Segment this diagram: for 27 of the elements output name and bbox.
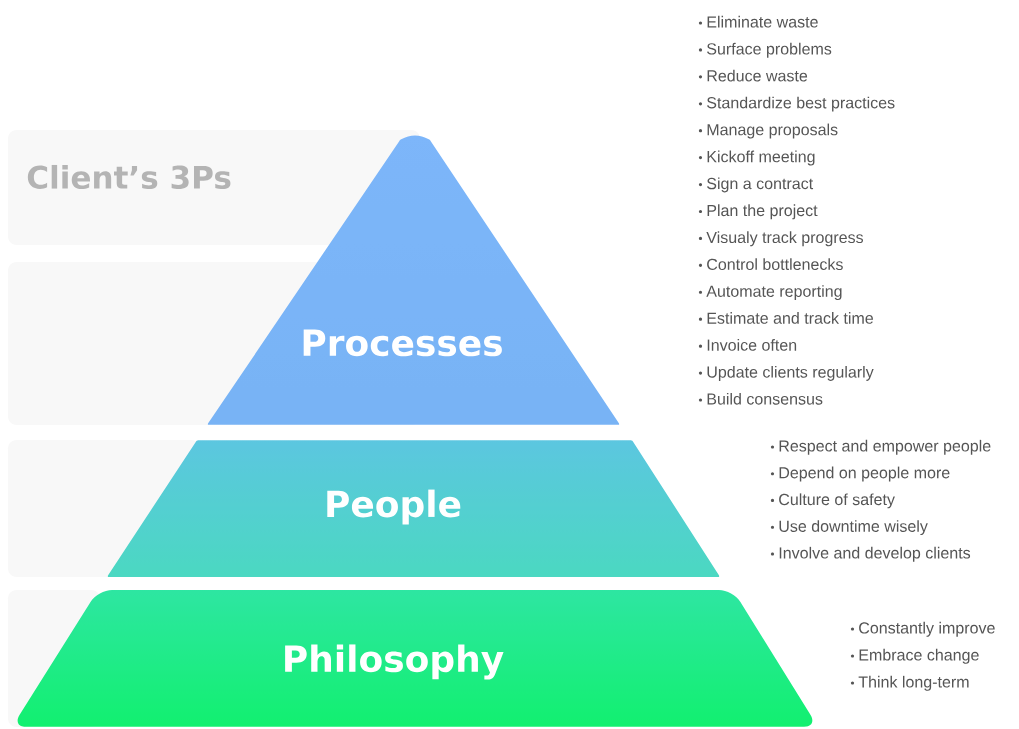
bullet-item: Plan the project: [698, 204, 818, 220]
pyramid-layer: Philosophy: [285, 644, 504, 680]
bullet-item: Respect and empower people: [770, 439, 991, 455]
bullet-item: Update clients regularly: [698, 365, 874, 381]
bullet-item: Kickoff meeting: [698, 150, 815, 166]
bullet-item: Eliminate waste: [698, 15, 818, 28]
bullet-item: Automate reporting: [698, 285, 842, 301]
bullet-item: Embrace change: [850, 648, 979, 664]
bullet-item: Invoice often: [698, 339, 797, 351]
bullet-item: Visualy track progress: [698, 231, 864, 247]
bullet-item: Control bottlenecks: [698, 258, 843, 270]
bullet-item: Estimate and track time: [698, 312, 873, 324]
bullet-item: Constantly improve: [850, 621, 995, 637]
bullet-item: Standardize best practices: [698, 96, 895, 112]
bullet-item: Build consensus: [698, 392, 823, 405]
bullet-item: Manage proposals: [698, 123, 838, 139]
bullet-item: Sign a contract: [698, 177, 814, 193]
bullet-item: Depend on people more: [770, 466, 950, 482]
bullet-item: Involve and develop clients: [770, 546, 971, 562]
bullet-item: Use downtime wisely: [770, 520, 928, 536]
heading: Client’s 3Ps: [27, 164, 231, 189]
pyramid-layer: Processes: [303, 329, 502, 357]
pyramid-layer: People: [327, 489, 461, 525]
bullet-item: Think long-term: [850, 675, 969, 691]
bullet-item: Surface problems: [698, 42, 832, 58]
bullet-item: Reduce waste: [698, 69, 808, 82]
bullet-item: Culture of safety: [770, 493, 895, 509]
